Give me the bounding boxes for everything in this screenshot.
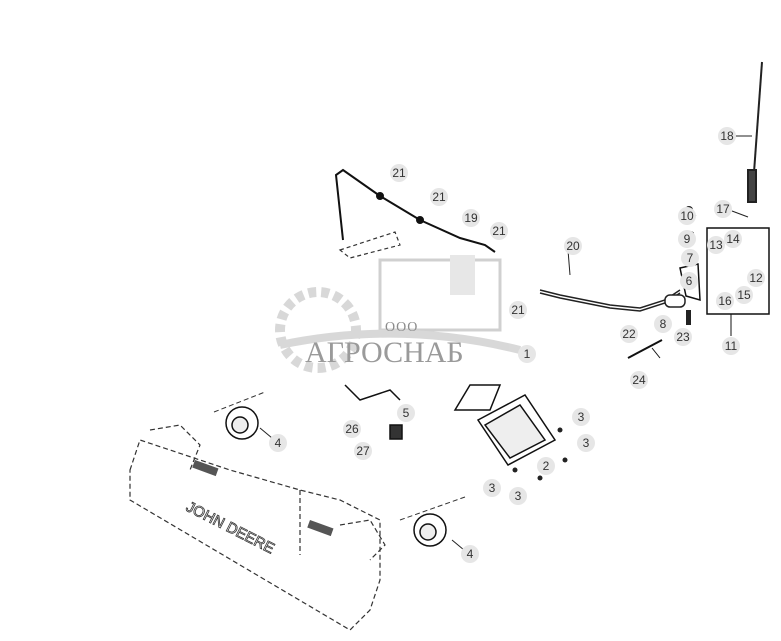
callout-12: 12 bbox=[747, 269, 765, 287]
callout-3: 3 bbox=[509, 487, 527, 505]
callout-4: 4 bbox=[269, 434, 287, 452]
callout-24: 24 bbox=[630, 371, 648, 389]
callout-7: 7 bbox=[681, 249, 699, 267]
callout-5: 5 bbox=[397, 404, 415, 422]
callout-9: 9 bbox=[678, 230, 696, 248]
wiring-harness-19 bbox=[334, 168, 496, 253]
callout-18: 18 bbox=[718, 127, 736, 145]
callout-2: 2 bbox=[537, 457, 555, 475]
antenna-mast bbox=[747, 61, 763, 203]
callout-3: 3 bbox=[483, 479, 501, 497]
radio-module bbox=[453, 384, 557, 466]
callout-6: 6 bbox=[680, 272, 698, 290]
callout-26: 26 bbox=[343, 420, 361, 438]
callout-3: 3 bbox=[577, 434, 595, 452]
screws-3 bbox=[512, 427, 568, 481]
callout-1: 1 bbox=[518, 345, 536, 363]
mount-kit-box-11 bbox=[706, 227, 770, 315]
grille-hatch bbox=[192, 459, 334, 537]
callout-20: 20 bbox=[564, 237, 582, 255]
front-bumper bbox=[129, 424, 386, 631]
watermark-name: АГРОСНАБ bbox=[305, 336, 464, 369]
speaker-left bbox=[225, 406, 259, 440]
callout-10: 10 bbox=[678, 207, 696, 225]
callout-4: 4 bbox=[461, 545, 479, 563]
callout-16: 16 bbox=[716, 292, 734, 310]
callout-19: 19 bbox=[462, 209, 480, 227]
callout-13: 13 bbox=[707, 236, 725, 254]
bracket-5 bbox=[344, 384, 403, 440]
callout-8: 8 bbox=[654, 315, 672, 333]
callout-23: 23 bbox=[674, 328, 692, 346]
speaker-right bbox=[413, 513, 447, 547]
callout-11: 11 bbox=[722, 337, 740, 355]
callout-22: 22 bbox=[620, 325, 638, 343]
callout-27: 27 bbox=[354, 442, 372, 460]
antenna-cable bbox=[539, 289, 686, 312]
callout-3: 3 bbox=[572, 408, 590, 426]
watermark-prefix: ООО bbox=[385, 320, 419, 335]
callout-21: 21 bbox=[490, 222, 508, 240]
callout-14: 14 bbox=[724, 230, 742, 248]
john-deere-emboss: JOHN DEERE bbox=[183, 498, 277, 557]
watermark-graphic bbox=[275, 255, 521, 373]
rod-24 bbox=[627, 339, 663, 359]
callout-17: 17 bbox=[714, 200, 732, 218]
callout-15: 15 bbox=[735, 286, 753, 304]
callout-21: 21 bbox=[390, 164, 408, 182]
callout-21: 21 bbox=[509, 301, 527, 319]
harness-connector bbox=[338, 231, 401, 259]
callout-21: 21 bbox=[430, 188, 448, 206]
